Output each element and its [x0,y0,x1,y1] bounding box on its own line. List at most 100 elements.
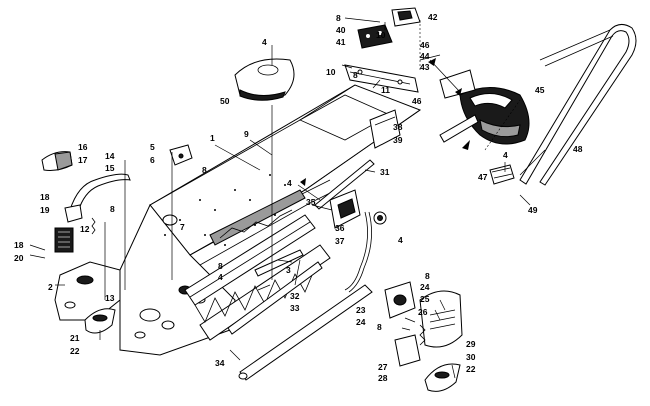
grille-12[interactable] [54,227,74,253]
callout-7[interactable]: 7 [180,222,185,232]
bracket-6[interactable] [169,144,193,166]
callout-45[interactable]: 45 [535,85,545,95]
callout-1[interactable]: 1 [210,133,215,143]
callout-48[interactable]: 48 [573,144,583,154]
callout-8b[interactable]: 8 [353,70,358,80]
callout-50[interactable]: 50 [220,96,230,106]
callout-28[interactable]: 28 [378,373,388,383]
callout-4d[interactable]: 4 [398,235,403,245]
foot-pad-21[interactable] [84,308,116,334]
callout-36[interactable]: 36 [335,223,345,233]
callout-21[interactable]: 21 [70,333,80,343]
deck-rivets [164,174,286,246]
callout-46b[interactable]: 46 [412,96,422,106]
callout-25[interactable]: 25 [420,294,430,304]
callout-34[interactable]: 34 [215,358,225,368]
callout-33[interactable]: 33 [290,303,300,313]
callout-8e[interactable]: 8 [218,261,223,271]
callout-41[interactable]: 41 [336,37,346,47]
callout-17[interactable]: 17 [78,155,88,165]
callout-31[interactable]: 31 [380,167,390,177]
callout-24a[interactable]: 24 [420,282,430,292]
callout-26[interactable]: 26 [418,307,428,317]
callout-8g[interactable]: 8 [377,322,382,332]
callout-22b[interactable]: 22 [466,364,476,374]
arrow-marks [300,58,470,186]
callout-4b[interactable]: 4 [287,178,292,188]
upper-rail[interactable] [209,189,306,246]
callout-16[interactable]: 16 [78,142,88,152]
bracket-42[interactable] [391,7,421,27]
callout-18a[interactable]: 18 [40,192,50,202]
guard-29[interactable] [419,290,463,348]
bracket-23[interactable] [384,281,416,319]
callout-3[interactable]: 3 [286,265,291,275]
bracket-7[interactable] [162,214,178,226]
callout-46a[interactable]: 46 [420,40,430,50]
callout-15[interactable]: 15 [105,163,115,173]
bracket-36[interactable] [329,189,361,229]
callout-29[interactable]: 29 [466,339,476,349]
plate-27[interactable] [394,334,421,367]
rod-31[interactable] [314,159,375,210]
foot-pad-30[interactable] [424,363,461,392]
callout-22a[interactable]: 22 [70,346,80,356]
seat-pad-50[interactable] [234,58,295,101]
callout-12[interactable]: 12 [80,224,90,234]
callout-44[interactable]: 44 [420,51,430,61]
flap-bracket-46[interactable] [439,69,479,143]
long-bar-34[interactable] [238,284,373,381]
callout-47[interactable]: 47 [478,172,488,182]
spring-26[interactable] [419,324,426,346]
callout-30[interactable]: 30 [466,352,476,362]
slide-rail-assembly[interactable] [184,214,331,341]
callout-32[interactable]: 32 [290,291,300,301]
callout-27[interactable]: 27 [378,362,388,372]
plate-41[interactable] [357,24,393,49]
callout-39[interactable]: 39 [393,135,403,145]
hardware-47[interactable] [489,164,515,185]
rear-bumper-11[interactable] [344,64,419,93]
callout-9[interactable]: 9 [244,129,249,139]
cover-16[interactable] [41,151,73,171]
callout-38[interactable]: 38 [393,122,403,132]
callout-43[interactable]: 43 [420,62,430,72]
callout-8c[interactable]: 8 [202,165,207,175]
callout-19[interactable]: 19 [40,205,50,215]
callout-14[interactable]: 14 [105,151,115,161]
callout-4e[interactable]: 4 [503,150,508,160]
callout-49[interactable]: 49 [528,205,538,215]
callout-40[interactable]: 40 [336,25,346,35]
callout-5[interactable]: 5 [150,142,155,152]
callout-2[interactable]: 2 [48,282,53,292]
callout-35[interactable]: 35 [306,197,316,207]
callout-10a[interactable]: 10 [376,30,386,40]
chain-37[interactable] [344,211,372,293]
strut-3[interactable] [254,249,304,277]
callout-8a[interactable]: 8 [336,13,341,23]
callout-8f[interactable]: 8 [425,271,430,281]
callout-4a[interactable]: 4 [262,37,267,47]
grab-bar-48[interactable] [519,24,637,186]
callout-42[interactable]: 42 [428,12,438,22]
callout-20[interactable]: 20 [14,253,24,263]
long-bar-33[interactable] [227,261,323,335]
callout-37[interactable]: 37 [335,236,345,246]
callout-8d[interactable]: 8 [110,204,115,214]
spring-12[interactable] [91,217,96,235]
callout-24b[interactable]: 24 [356,317,366,327]
callout-6[interactable]: 6 [150,155,155,165]
callout-13[interactable]: 13 [105,293,115,303]
callout-4c[interactable]: 4 [218,272,223,282]
callout-labels: 1 2 3 4 4 4 4 4 5 6 7 8 8 8 8 8 8 8 9 10… [14,12,583,383]
callout-23[interactable]: 23 [356,305,366,315]
callout-11[interactable]: 11 [381,85,390,95]
rear-flap-45[interactable] [459,87,530,145]
callout-10b[interactable]: 10 [326,67,336,77]
bushing-4[interactable] [373,211,387,225]
bracket-19[interactable] [64,204,83,223]
callout-18b[interactable]: 18 [14,240,24,250]
flap-38-39[interactable] [369,109,401,149]
leader-lines [29,17,546,379]
